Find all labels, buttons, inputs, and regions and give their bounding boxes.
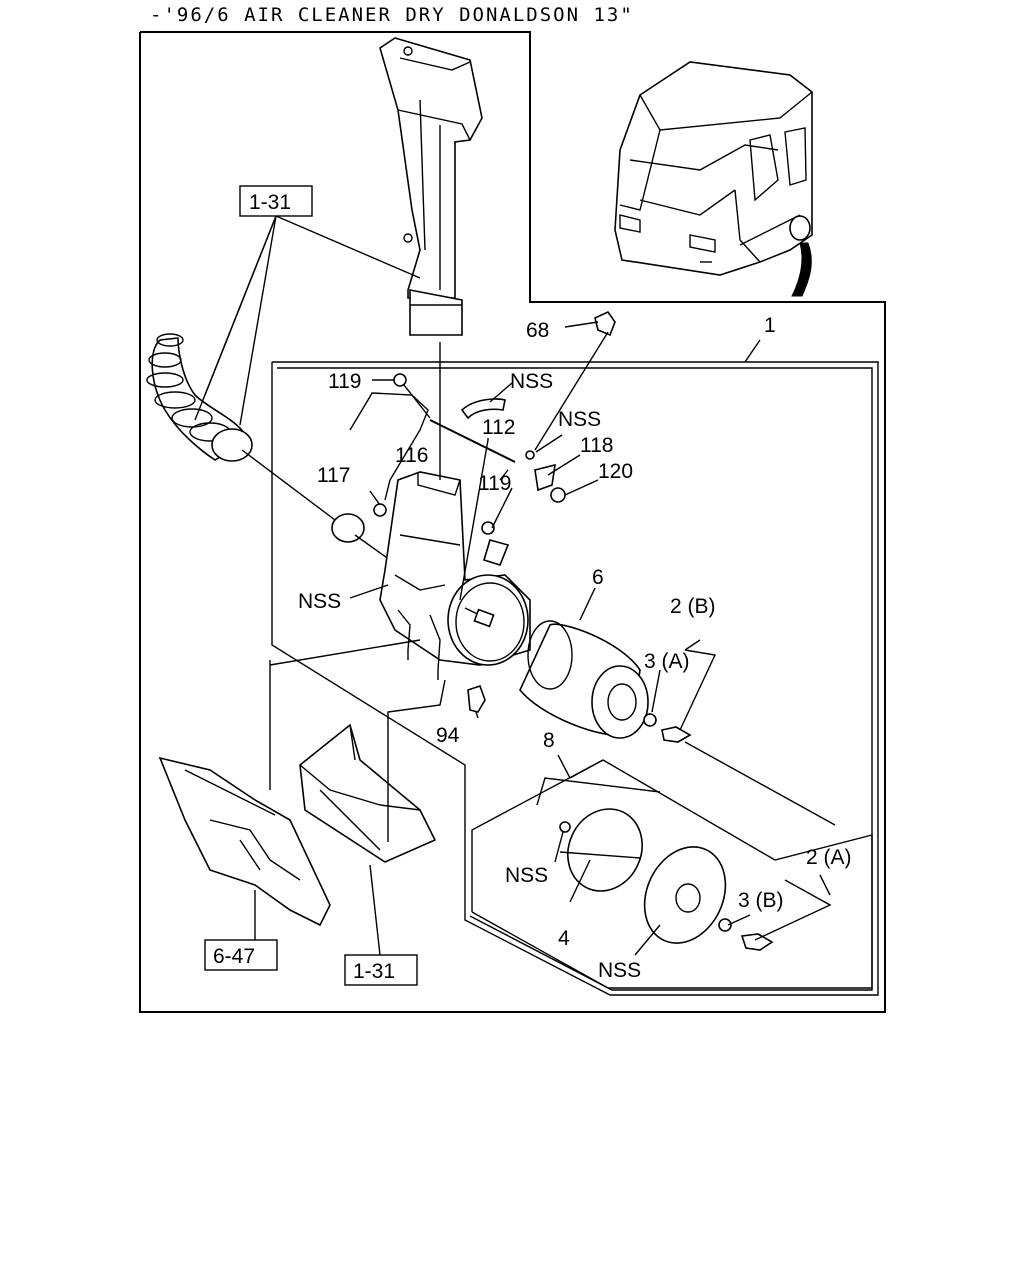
callout-94: 94 bbox=[436, 724, 460, 747]
bolt-119-top bbox=[393, 373, 407, 387]
lower-bracket bbox=[299, 723, 437, 863]
filter-element bbox=[519, 620, 649, 739]
washer-3a bbox=[643, 713, 657, 727]
callout-119-middle: 119 bbox=[478, 472, 511, 495]
washer-nss bbox=[525, 450, 535, 460]
callout-2a: 2 (A) bbox=[806, 846, 852, 869]
callout-2b: 2 (B) bbox=[670, 595, 716, 618]
callout-118: 118 bbox=[580, 434, 613, 457]
callout-1: 1 bbox=[764, 314, 776, 337]
gasket-4 bbox=[567, 808, 643, 892]
diagram-title: -'96/6 AIR CLEANER DRY DONALDSON 13" bbox=[150, 4, 634, 26]
wing-bolt-2b bbox=[661, 726, 692, 743]
callout-112: 112 bbox=[482, 416, 515, 439]
rod-112 bbox=[429, 419, 516, 463]
washer-3b bbox=[718, 918, 732, 932]
callout-119-top: 119 bbox=[328, 370, 361, 393]
outer-frame bbox=[139, 31, 886, 1013]
callout-3a: 3 (A) bbox=[644, 650, 690, 673]
intake-duct bbox=[379, 37, 483, 336]
callout-nss-gasket: NSS bbox=[505, 864, 548, 887]
callout-nss-mid: NSS bbox=[558, 408, 601, 431]
callout-6-47: 6-47 bbox=[213, 945, 255, 968]
callout-116: 116 bbox=[395, 444, 428, 467]
washer-nss-kit bbox=[559, 821, 571, 833]
wing-bolt-2a bbox=[740, 933, 774, 951]
fitting-68 bbox=[594, 310, 616, 337]
end-cover bbox=[643, 846, 727, 944]
callout-3b: 3 (B) bbox=[738, 889, 784, 912]
assembly-frame bbox=[271, 361, 879, 996]
callout-6: 6 bbox=[592, 566, 604, 589]
ref-box-1-31-bottom bbox=[344, 954, 418, 986]
strap-nss-top bbox=[460, 398, 506, 420]
callout-nss-left: NSS bbox=[298, 590, 341, 613]
nut-120 bbox=[550, 487, 566, 503]
clip-118 bbox=[534, 463, 556, 492]
callout-8: 8 bbox=[543, 729, 555, 752]
callout-nss-cover: NSS bbox=[598, 959, 641, 982]
callout-1-31-top: 1-31 bbox=[249, 191, 291, 214]
ref-box-6-47 bbox=[204, 939, 278, 971]
callout-117: 117 bbox=[317, 464, 350, 487]
air-cleaner-housing bbox=[379, 471, 531, 680]
bolt-117 bbox=[373, 503, 387, 517]
callout-120: 120 bbox=[598, 460, 633, 483]
callout-68: 68 bbox=[526, 319, 549, 342]
leader-lines bbox=[254, 321, 832, 956]
kit-frame bbox=[471, 759, 873, 989]
bolt-119-middle bbox=[481, 521, 495, 535]
callout-nss-top: NSS bbox=[510, 370, 553, 393]
mounting-bracket bbox=[349, 392, 429, 501]
truck-cab-illustration bbox=[614, 61, 813, 297]
clamp-94 bbox=[467, 684, 486, 713]
callout-4: 4 bbox=[558, 927, 570, 950]
callout-1-31-bottom: 1-31 bbox=[353, 960, 395, 983]
fender-bracket bbox=[158, 756, 331, 927]
flexible-hose bbox=[146, 333, 253, 462]
